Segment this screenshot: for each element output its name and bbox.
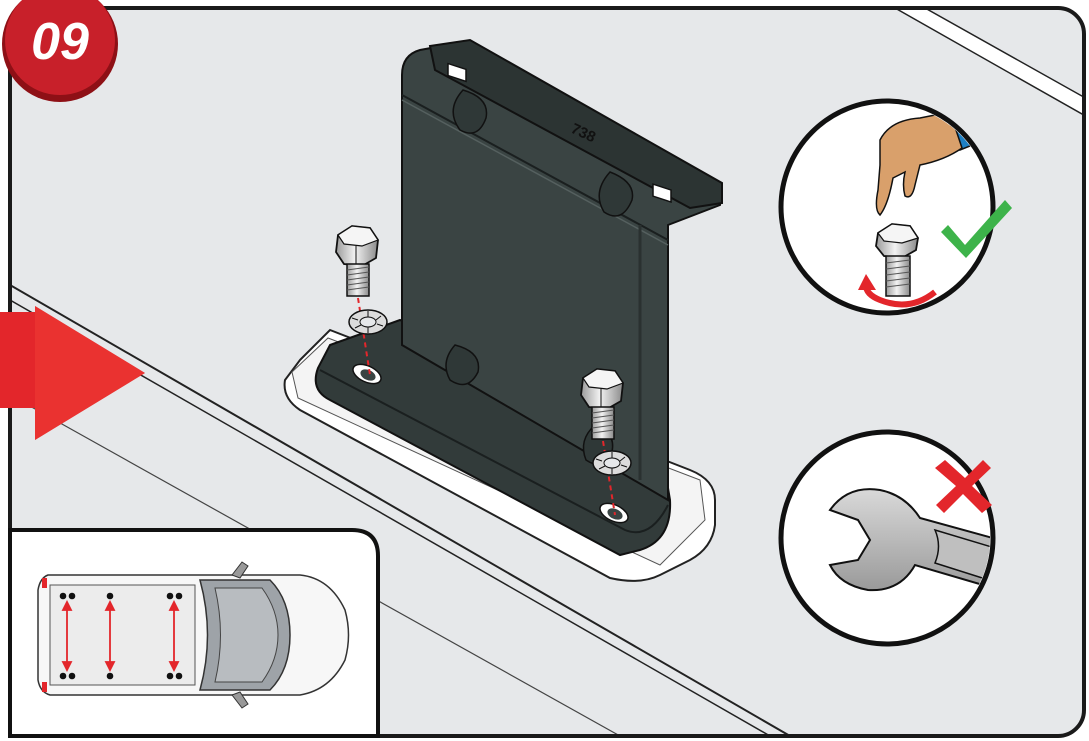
vehicle-inset [10, 530, 378, 736]
step-number: 09 [31, 13, 89, 71]
van-top-view-icon [38, 562, 349, 708]
